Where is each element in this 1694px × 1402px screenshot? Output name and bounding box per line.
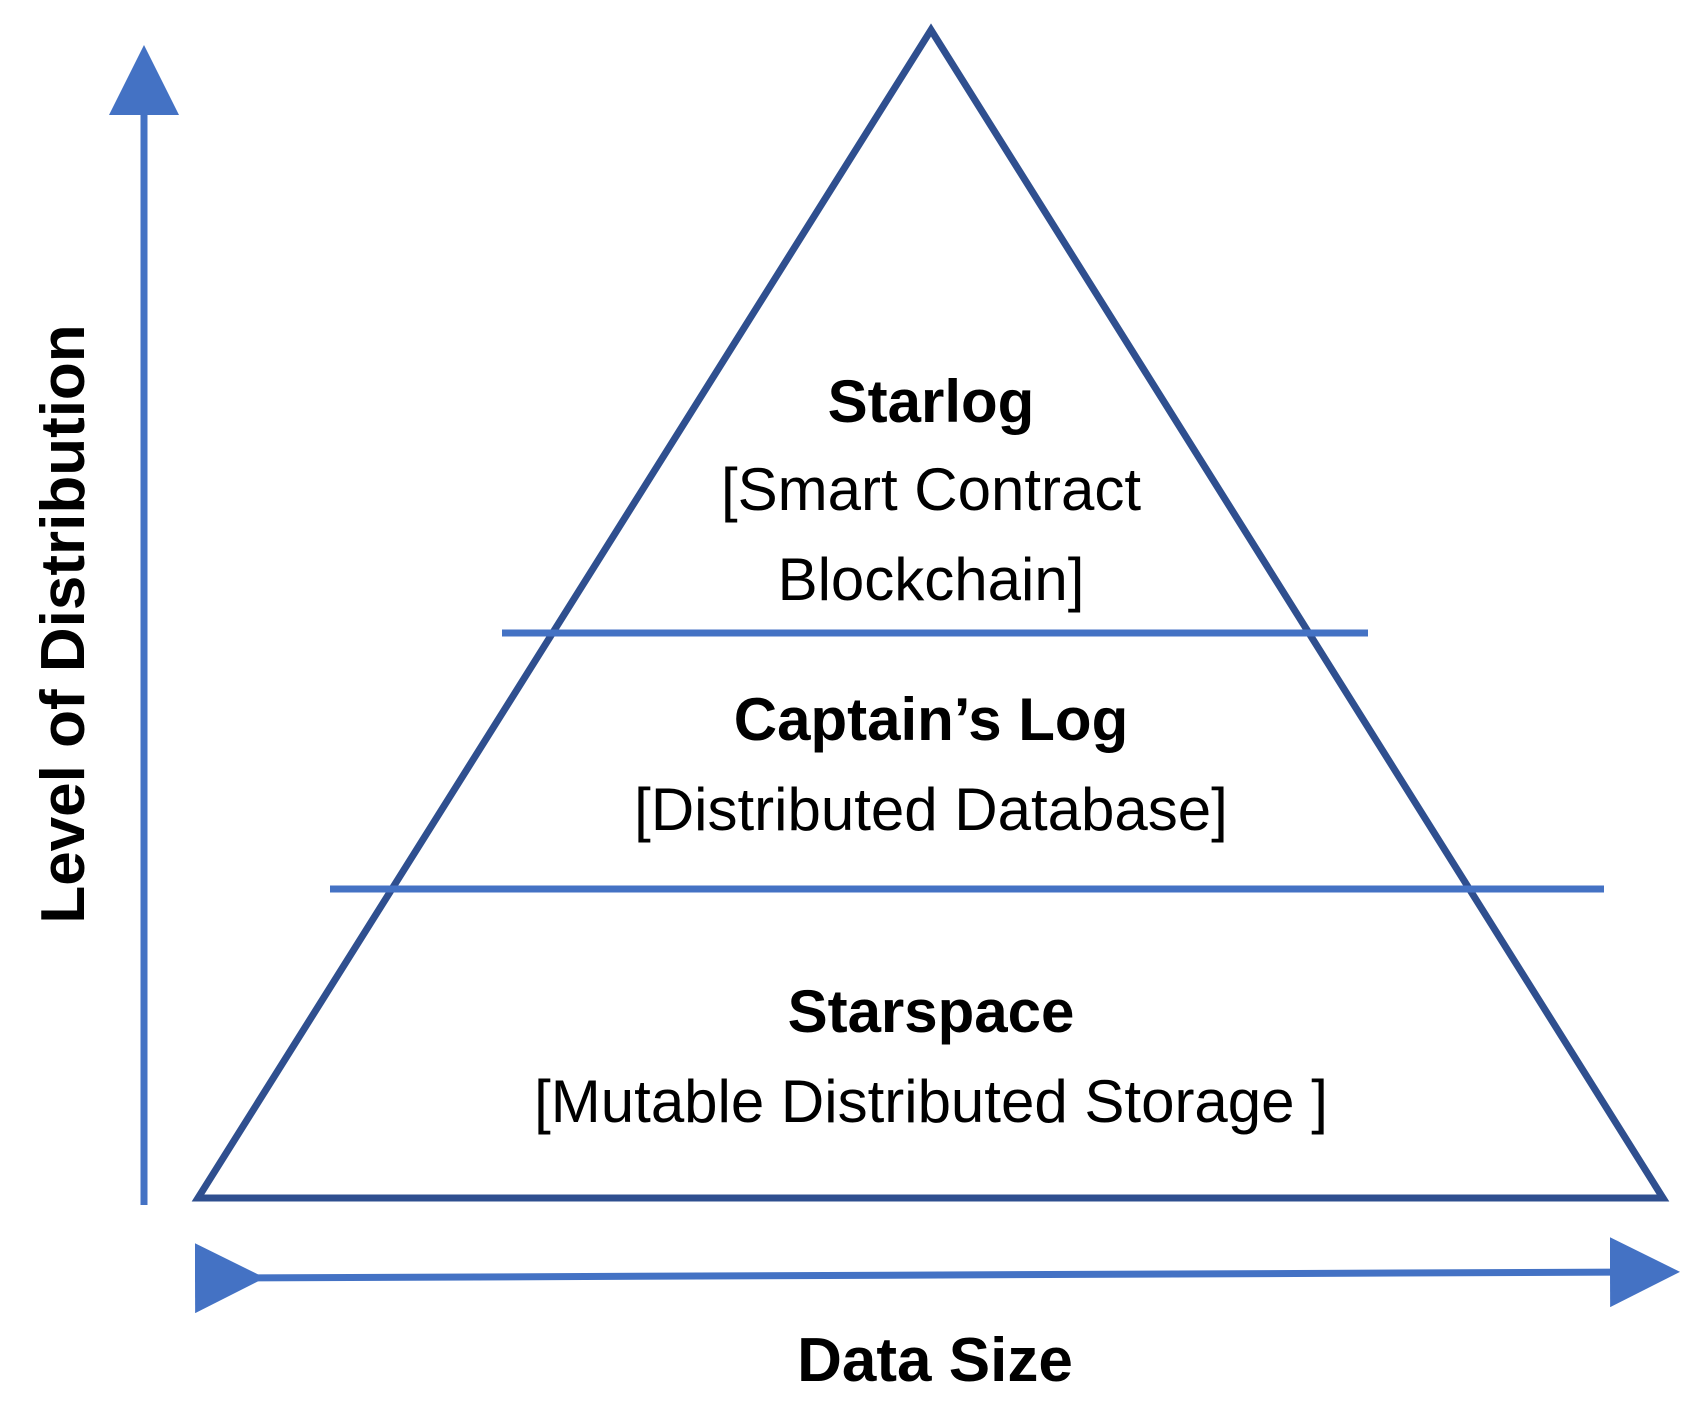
y-axis-label: Level of Distribution xyxy=(29,324,98,923)
tier-title: Starspace xyxy=(788,978,1075,1045)
tier-description-line: [Smart Contract xyxy=(721,456,1141,523)
tier-title: Captain’s Log xyxy=(734,686,1128,753)
tier-captains-log: Captain’s Log [Distributed Database] xyxy=(634,686,1228,843)
tier-description-line: Blockchain] xyxy=(778,546,1085,613)
tier-starspace: Starspace [Mutable Distributed Storage ] xyxy=(534,978,1328,1135)
tier-description-line: [Mutable Distributed Storage ] xyxy=(534,1068,1328,1135)
x-axis-arrow xyxy=(194,1237,1680,1314)
x-axis-label: Data Size xyxy=(797,1326,1073,1395)
tier-description-line: [Distributed Database] xyxy=(634,776,1228,843)
pyramid-triangle xyxy=(191,23,1670,1202)
tier-starlog: Starlog [Smart Contract Blockchain] xyxy=(721,368,1141,613)
tier-title: Starlog xyxy=(828,368,1035,435)
